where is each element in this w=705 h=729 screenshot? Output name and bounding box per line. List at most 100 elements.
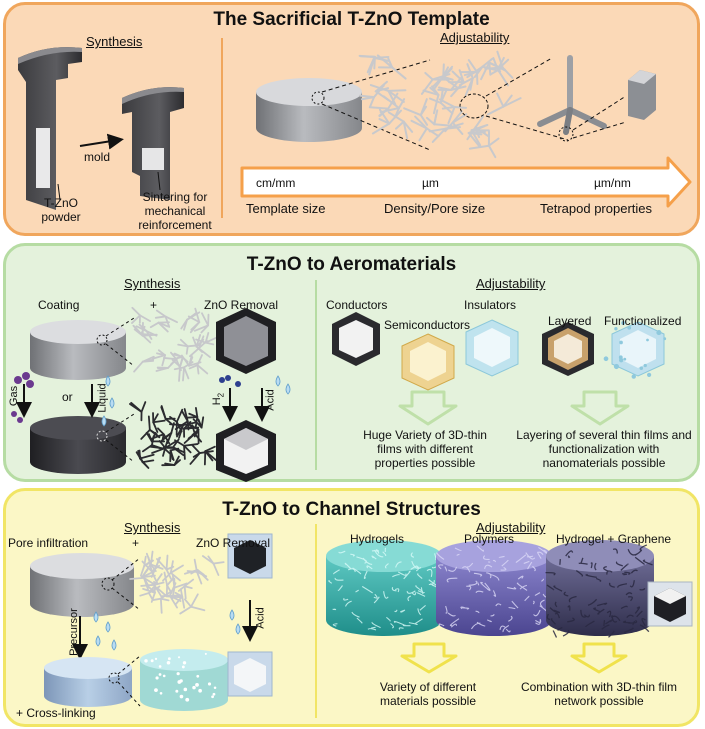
texture-stroke <box>625 592 633 596</box>
tetrapod-arm <box>173 582 188 589</box>
plus-label: + <box>132 536 140 550</box>
tetrapod-arm <box>132 324 144 337</box>
texture-dot <box>196 674 200 678</box>
tetrapod-arm <box>195 407 199 418</box>
texture-stroke <box>366 565 373 570</box>
texture-stroke <box>550 618 557 625</box>
texture-stroke <box>426 568 433 578</box>
tetrapod-arm <box>196 569 205 576</box>
texture-stroke <box>627 548 638 556</box>
texture-stroke <box>608 630 615 638</box>
texture-dot <box>158 665 162 668</box>
texture-stroke <box>356 556 368 564</box>
tetrapod-arm <box>403 107 422 117</box>
texture-stroke <box>533 609 541 617</box>
texture-stroke <box>406 590 416 594</box>
tetrapod-arm <box>439 88 444 104</box>
tetrapod-arm <box>458 69 465 83</box>
texture-dot <box>144 659 148 663</box>
texture-dot <box>183 687 188 692</box>
tetrapod-arm <box>147 556 153 573</box>
tetrapod-arm <box>481 57 494 68</box>
texture-stroke <box>623 627 634 633</box>
hydrogel-texture <box>328 547 440 631</box>
texture-dot <box>177 656 181 659</box>
texture-stroke <box>642 559 653 566</box>
texture-stroke <box>370 626 377 629</box>
conductor-hexagon <box>332 312 380 366</box>
texture-stroke <box>580 609 587 618</box>
tetrapod-arm <box>419 114 429 126</box>
texture-stroke <box>498 555 505 559</box>
texture-stroke <box>448 566 458 572</box>
texture-stroke <box>383 591 389 599</box>
tetrapod-arm <box>442 65 454 79</box>
tetrapod-arm <box>466 63 474 80</box>
tzno-powder-label: T-ZnO powder <box>41 196 81 224</box>
texture-stroke <box>363 570 368 579</box>
pointer-line <box>157 171 161 191</box>
tetrapod-arm <box>147 415 151 431</box>
tetrapod-arm <box>187 315 201 324</box>
tetrapod-arm <box>438 86 452 91</box>
semiconductor-hexagon <box>401 333 455 391</box>
tetrapod-arm <box>143 576 156 586</box>
zoom-circle <box>96 430 108 442</box>
tetrapod-arm <box>395 120 405 130</box>
texture-stroke <box>590 562 593 569</box>
tetrapod-arm <box>151 433 165 440</box>
or-label: or <box>62 390 73 404</box>
tetrapod-arm <box>447 106 456 125</box>
texture-stroke <box>532 565 536 572</box>
texture-stroke <box>527 561 533 570</box>
texture-stroke <box>501 559 509 567</box>
tetrapod-arm <box>155 556 161 567</box>
texture-stroke <box>332 623 338 627</box>
tetrapod-arm <box>193 432 203 443</box>
texture-stroke <box>508 615 513 622</box>
texture-stroke <box>415 585 424 593</box>
texture-stroke <box>539 599 545 608</box>
tetrapod-arm <box>139 314 152 322</box>
tetrapod-arm <box>431 85 440 96</box>
texture-stroke <box>344 600 352 607</box>
hollow-down-arrow <box>398 390 458 426</box>
graphene-texture <box>545 544 653 638</box>
texture-stroke <box>535 619 542 623</box>
texture-stroke <box>554 601 558 608</box>
texture-stroke <box>373 596 380 604</box>
tetrapod-arm <box>169 560 174 574</box>
texture-stroke <box>393 620 405 626</box>
tetrapod-arm <box>181 410 189 423</box>
texture-stroke <box>394 588 400 593</box>
tetrapod-arm <box>172 446 186 454</box>
texture-stroke <box>622 573 628 576</box>
texture-stroke <box>565 550 574 557</box>
texture-stroke <box>603 620 606 627</box>
texture-stroke <box>416 573 423 579</box>
tetrapod-arm <box>453 106 467 109</box>
polymers-label: Polymers <box>464 532 515 546</box>
texture-stroke <box>438 564 444 570</box>
tetrapod-arm <box>378 108 391 125</box>
tetrapod-arm <box>194 307 201 324</box>
texture-stroke <box>444 566 448 572</box>
tetrapod-arm <box>157 321 170 328</box>
tetrapod-arm <box>140 401 147 413</box>
hydrogel-cylinder <box>326 540 442 636</box>
tetrapod-arm <box>173 352 184 358</box>
zoom-circle <box>311 91 325 105</box>
functionalized-label: Functionalized <box>604 314 682 328</box>
tetrapod-arm <box>153 573 163 586</box>
texture-stroke <box>410 552 415 558</box>
texture-stroke <box>395 561 402 568</box>
adjustability-heading: Adjustability <box>440 30 510 45</box>
tetrapod-arm <box>169 447 180 452</box>
texture-stroke <box>624 571 631 575</box>
tetrapod-arm <box>173 455 180 466</box>
texture-stroke <box>411 560 421 569</box>
tetrapod-arm <box>433 109 439 126</box>
tetrapod-arm <box>196 364 200 375</box>
pore-dots <box>144 652 217 702</box>
tetrapod-arm <box>189 347 200 358</box>
